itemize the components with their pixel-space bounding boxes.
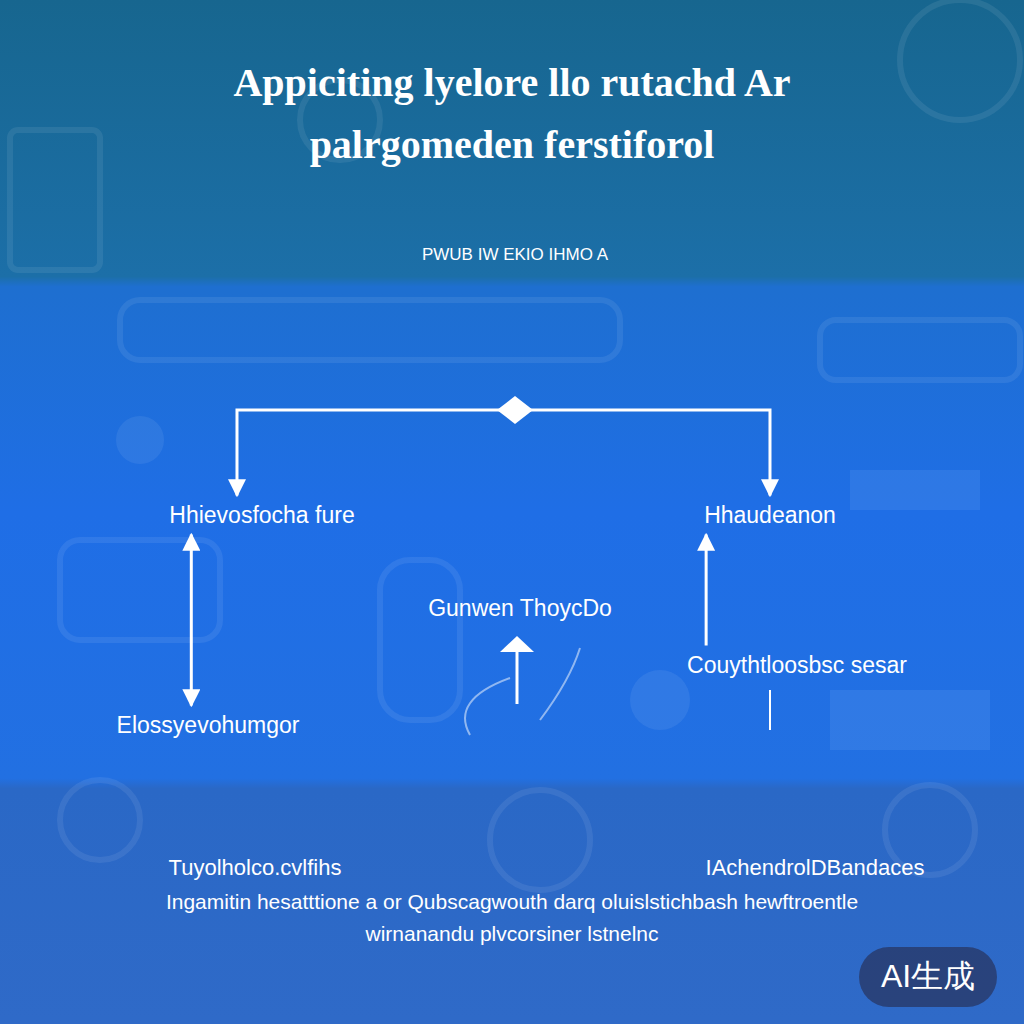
connector <box>705 535 708 646</box>
text-node: Hhaudeanon <box>696 498 844 533</box>
label-text: Tuyolholco.cvlfihs <box>169 855 342 881</box>
tail-line <box>769 690 771 730</box>
node-text: Hhaudeanon <box>704 502 836 529</box>
label-text: IAchendrolDBandaces <box>706 855 925 881</box>
decor-curve <box>465 678 510 735</box>
text-node: Hhievosfocha fure <box>161 498 362 533</box>
connector <box>237 410 770 496</box>
text-node: Elossyevohumgor <box>109 708 308 743</box>
arrow-head <box>500 636 534 652</box>
node-text: Hhievosfocha fure <box>169 502 354 529</box>
label-text: PWUB IW EKIO IHMO A <box>422 245 608 265</box>
text-node: Couythtloosbsc sesar <box>679 648 915 683</box>
caption: Ingamitin hesatttione a or Qubscagwouth … <box>112 886 912 950</box>
title: Appiciting lyelore llo rutachd Ar palrgo… <box>0 52 1024 176</box>
node-text: Elossyevohumgor <box>117 712 300 739</box>
node-text: Couythtloosbsc sesar <box>687 652 907 679</box>
decor-curve <box>540 648 580 720</box>
connector <box>190 535 193 706</box>
text-node: Gunwen ThoycDo <box>420 591 620 626</box>
watermark: AI生成 <box>859 947 997 1007</box>
center-arrow <box>516 650 519 704</box>
decor-arrows <box>465 396 770 735</box>
node-text: Gunwen ThoycDo <box>428 595 612 622</box>
